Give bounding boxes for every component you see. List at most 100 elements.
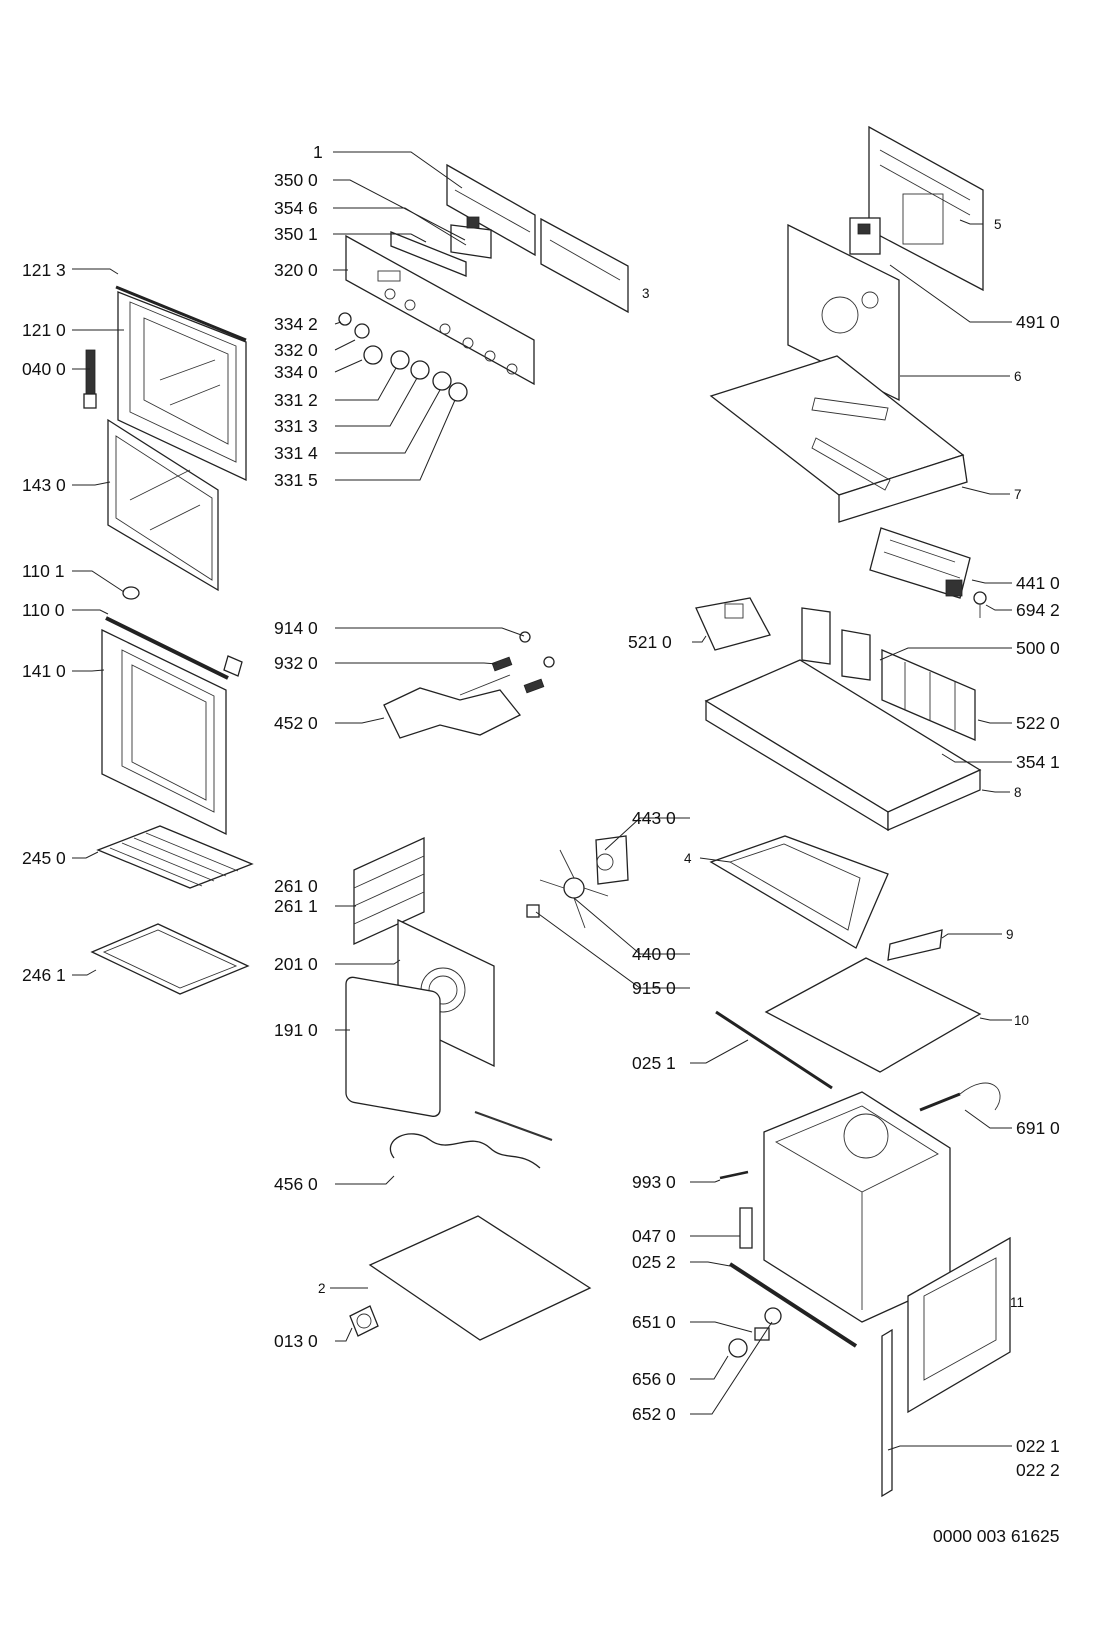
callout-7: 7: [1014, 487, 1022, 502]
control-module: [450, 216, 492, 259]
door-hinge: [83, 349, 97, 409]
door-clip-1: [122, 586, 140, 600]
callout-332-0: 332 0: [274, 340, 318, 360]
callout-443-0: 443 0: [632, 808, 676, 828]
callout-013-0: 013 0: [274, 1331, 318, 1351]
callout-441-0: 441 0: [1016, 573, 1060, 593]
document-number: 0000 003 61625: [933, 1526, 1060, 1546]
callout-9: 9: [1006, 927, 1014, 942]
callout-labels: 1 350 0 354 6 350 1 320 0 3 121 3 121 0 …: [22, 142, 1060, 1480]
top-cover: [709, 355, 968, 523]
callout-245-0: 245 0: [22, 848, 66, 868]
callout-456-0: 456 0: [274, 1174, 318, 1194]
callout-350-0: 350 0: [274, 170, 318, 190]
callout-932-0: 932 0: [274, 653, 318, 673]
thermostat-694: [973, 591, 987, 618]
callout-246-1: 246 1: [22, 965, 66, 985]
oven-cavity: [763, 1091, 951, 1323]
callout-025-1: 025 1: [632, 1053, 676, 1073]
side-panel-4: [709, 835, 889, 949]
callout-4: 4: [684, 851, 692, 866]
callout-522-0: 522 0: [1016, 713, 1060, 733]
callout-656-0: 656 0: [632, 1369, 676, 1389]
spring-screws: [491, 631, 555, 694]
control-knobs: [338, 312, 468, 402]
callout-521-0: 521 0: [628, 632, 672, 652]
callout-121-0: 121 0: [22, 320, 66, 340]
screw-993: [719, 1170, 749, 1180]
callout-334-0: 334 0: [274, 362, 318, 382]
rear-wall: [787, 223, 900, 402]
callout-354-1: 354 1: [1016, 752, 1060, 772]
callout-651-0: 651 0: [632, 1312, 676, 1332]
callout-331-2: 331 2: [274, 390, 318, 410]
callout-110-0: 110 0: [22, 600, 65, 620]
rail-025-2: [728, 1262, 858, 1348]
callout-022-1: 022 1: [1016, 1436, 1060, 1456]
callout-440-0: 440 0: [632, 944, 676, 964]
fan-motor: [595, 835, 629, 885]
callout-500-0: 500 0: [1016, 638, 1060, 658]
terminal-block: [695, 597, 771, 651]
door-inner-glass: [107, 418, 219, 592]
panel-side-bracket: [540, 217, 629, 314]
callout-491-0: 491 0: [1016, 312, 1060, 332]
callout-141-0: 141 0: [22, 661, 66, 681]
callout-025-2: 025 2: [632, 1252, 676, 1272]
callout-350-1: 350 1: [274, 224, 318, 244]
callout-993-0: 993 0: [632, 1172, 676, 1192]
callout-331-4: 331 4: [274, 443, 318, 463]
electrical-housing-tray: [704, 659, 982, 832]
rail-025-1: [715, 1010, 833, 1090]
baking-tray: [90, 923, 250, 995]
grill-element: [383, 674, 522, 739]
callout-334-2: 334 2: [274, 314, 318, 334]
side-trim-022: [881, 1328, 893, 1498]
callout-331-3: 331 3: [274, 416, 318, 436]
callout-191-0: 191 0: [274, 1020, 318, 1040]
callout-201-0: 201 0: [274, 954, 318, 974]
foot-013: [349, 1305, 379, 1337]
door-rail: [105, 616, 243, 680]
callout-914-0: 914 0: [274, 618, 318, 638]
outer-door-glass: [101, 628, 227, 836]
callout-143-0: 143 0: [22, 475, 66, 495]
control-panel-fascia: [345, 234, 535, 386]
callout-11: 11: [1010, 1295, 1024, 1310]
rear-cover: [868, 125, 984, 292]
rear-relay: [849, 217, 881, 255]
callout-047-0: 047 0: [632, 1226, 676, 1246]
callout-121-3: 121 3: [22, 260, 66, 280]
relay-board: [881, 649, 976, 741]
callout-040-0: 040 0: [22, 359, 66, 379]
door-inner-frame: [117, 291, 247, 482]
callout-1: 1: [313, 142, 323, 162]
front-frame-11: [907, 1236, 1011, 1414]
lamp-assembly: [728, 1307, 782, 1358]
display-board: [390, 231, 467, 277]
switches: [801, 607, 871, 681]
callout-5: 5: [994, 217, 1002, 232]
callout-261-0: 261 0: [274, 876, 318, 896]
callout-8: 8: [1014, 785, 1022, 800]
door-top-strip: [115, 285, 247, 342]
callout-10: 10: [1014, 1013, 1029, 1028]
callout-6: 6: [1014, 369, 1022, 384]
tangential-fan: [869, 527, 971, 599]
leader-lines: [72, 151, 1012, 1451]
hinge-047: [739, 1207, 753, 1249]
fan-nut: [526, 904, 540, 918]
panel-bracket: [446, 163, 536, 257]
bottom-plate-2: [368, 1215, 592, 1341]
callout-354-6: 354 6: [274, 198, 318, 218]
callout-331-5: 331 5: [274, 470, 318, 490]
bottom-panel-10: [764, 957, 982, 1073]
callout-320-0: 320 0: [274, 260, 318, 280]
bracket-9: [887, 929, 943, 961]
callout-261-1: 261 1: [274, 896, 318, 916]
callout-915-0: 915 0: [632, 978, 676, 998]
callout-694-2: 694 2: [1016, 600, 1060, 620]
wire-rack: [96, 825, 254, 889]
